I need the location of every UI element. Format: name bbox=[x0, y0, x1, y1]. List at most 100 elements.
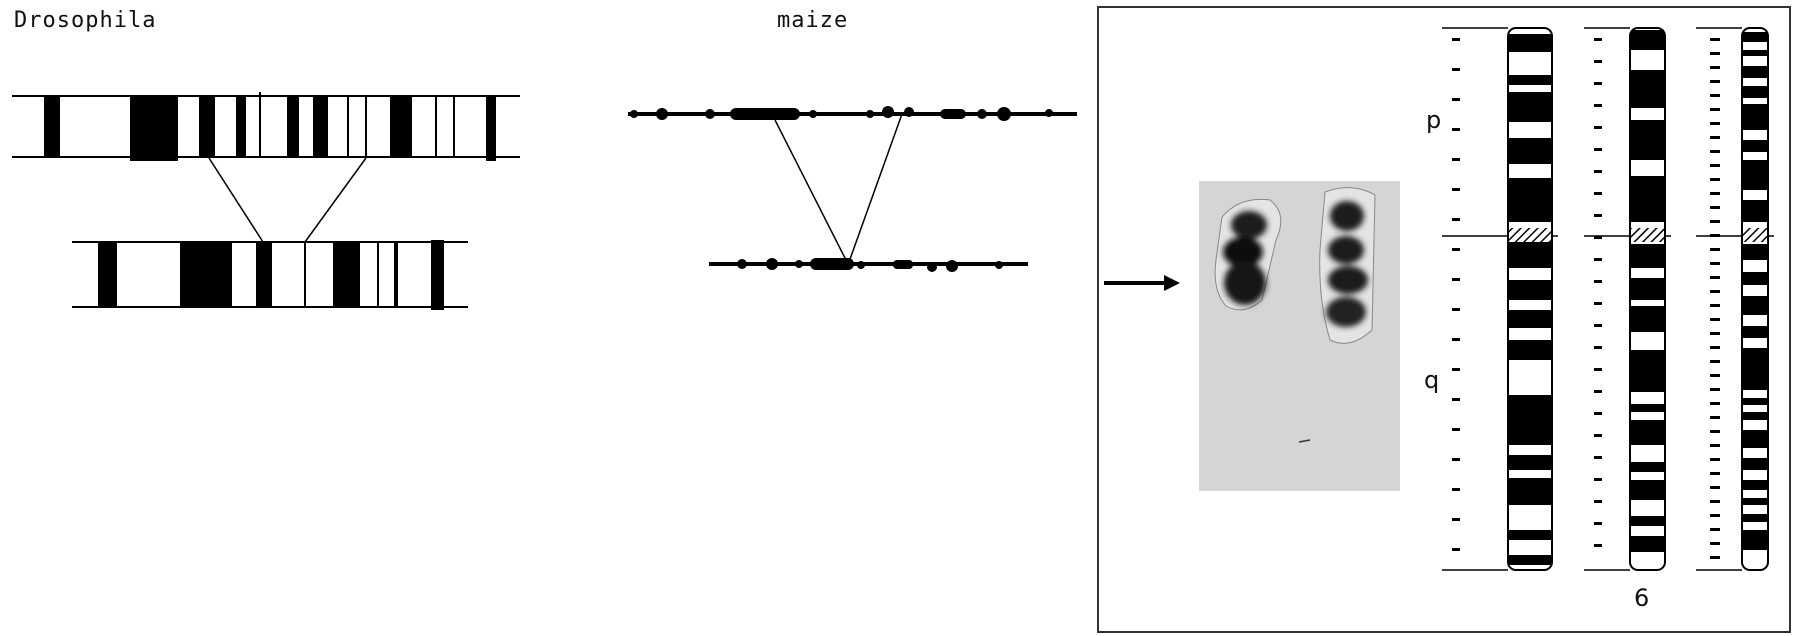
band-number-mark bbox=[1710, 416, 1720, 419]
band-number-mark bbox=[1594, 236, 1602, 239]
band-number-mark bbox=[1594, 258, 1602, 261]
band-number-mark bbox=[1594, 522, 1602, 525]
ideogram-band bbox=[1509, 138, 1551, 164]
band-number-mark bbox=[1710, 430, 1720, 433]
band-number-mark bbox=[1710, 458, 1720, 461]
ideogram-band bbox=[1509, 310, 1551, 328]
band-number-mark bbox=[1710, 528, 1720, 531]
band-number-mark bbox=[1710, 444, 1720, 447]
centromere-hatch bbox=[1631, 228, 1664, 242]
ideogram-band bbox=[1743, 430, 1767, 448]
ideogram-band bbox=[1743, 398, 1767, 405]
band-number-mark bbox=[1710, 500, 1720, 503]
drosophila-chromosome-lower bbox=[72, 240, 468, 310]
band-number-mark bbox=[1710, 276, 1720, 279]
band-number-mark bbox=[1710, 164, 1720, 167]
band-number-mark bbox=[1594, 126, 1602, 129]
ideogram-band bbox=[1509, 395, 1551, 445]
band-number-mark bbox=[1710, 52, 1720, 55]
ideogram-band bbox=[1743, 140, 1767, 152]
band-number-mark bbox=[1594, 478, 1602, 481]
band-number-mark bbox=[1452, 68, 1460, 71]
ideogram-band bbox=[1743, 530, 1767, 550]
ideogram-band bbox=[1509, 555, 1551, 565]
band-number-mark bbox=[1710, 192, 1720, 195]
band-number-mark bbox=[1452, 278, 1460, 281]
band-number-mark bbox=[1594, 456, 1602, 459]
band-number-mark bbox=[1710, 290, 1720, 293]
band-number-mark bbox=[1594, 192, 1602, 195]
p-arm-label: p bbox=[1426, 106, 1442, 134]
ideogram-band bbox=[1631, 30, 1664, 50]
band-number-mark bbox=[1710, 150, 1720, 153]
ideogram-band bbox=[1743, 348, 1767, 390]
band-number-mark bbox=[1594, 544, 1602, 547]
band-number-mark bbox=[1452, 38, 1460, 41]
band-number-mark bbox=[1710, 542, 1720, 545]
band-number-mark bbox=[1710, 402, 1720, 405]
ideogram-band bbox=[1743, 50, 1767, 56]
band-number-mark bbox=[1452, 98, 1460, 101]
ideogram-band bbox=[1743, 86, 1767, 98]
band-number-mark bbox=[1710, 556, 1720, 559]
band-number-mark bbox=[1710, 38, 1720, 41]
ideogram-band bbox=[1631, 306, 1664, 332]
band-number-mark bbox=[1452, 428, 1460, 431]
band-number-mark bbox=[1452, 158, 1460, 161]
ideogram-band bbox=[1631, 480, 1664, 500]
ideogram-band bbox=[1743, 458, 1767, 470]
maize-chromosome-upper bbox=[628, 106, 1077, 121]
ideogram-band bbox=[1509, 92, 1551, 122]
band-number-mark bbox=[1594, 280, 1602, 283]
ideogram-band bbox=[1743, 498, 1767, 505]
ideogram-band bbox=[1743, 296, 1767, 315]
band-number-mark bbox=[1710, 514, 1720, 517]
band-number-mark bbox=[1594, 368, 1602, 371]
ideogram-band bbox=[1743, 32, 1767, 42]
band-number-mark bbox=[1452, 128, 1460, 131]
band-number-mark bbox=[1594, 82, 1602, 85]
chromosome-number-label: 6 bbox=[1634, 584, 1650, 612]
centromere-hatch bbox=[1743, 228, 1767, 242]
ideogram-band bbox=[1743, 514, 1767, 522]
band-number-mark bbox=[1710, 248, 1720, 251]
band-number-mark bbox=[1710, 486, 1720, 489]
band-number-mark bbox=[1452, 188, 1460, 191]
band-number-mark bbox=[1594, 170, 1602, 173]
ideogram-band bbox=[1743, 160, 1767, 190]
ideogram-band bbox=[1631, 244, 1664, 268]
band-number-mark bbox=[1710, 360, 1720, 363]
band-number-mark bbox=[1710, 388, 1720, 391]
band-number-mark bbox=[1594, 434, 1602, 437]
ideogram-band bbox=[1631, 404, 1664, 412]
ideogram-band bbox=[1631, 516, 1664, 526]
band-number-mark bbox=[1710, 220, 1720, 223]
micrograph-photo bbox=[1199, 181, 1400, 491]
band-number-mark bbox=[1452, 308, 1460, 311]
band-number-mark bbox=[1594, 346, 1602, 349]
band-number-mark bbox=[1594, 104, 1602, 107]
ideogram-band bbox=[1743, 244, 1767, 260]
ideogram-band bbox=[1509, 478, 1551, 505]
band-number-mark bbox=[1452, 548, 1460, 551]
drosophila-chromosome-upper bbox=[12, 92, 520, 161]
band-number-mark bbox=[1710, 108, 1720, 111]
ideogram-band bbox=[1631, 278, 1664, 300]
ideogram-band bbox=[1631, 462, 1664, 472]
q-arm-label: q bbox=[1424, 366, 1440, 394]
band-number-mark bbox=[1452, 218, 1460, 221]
ideogram-band bbox=[1509, 280, 1551, 300]
ideogram-band bbox=[1631, 420, 1664, 445]
ideogram-band bbox=[1631, 70, 1664, 108]
band-number-mark bbox=[1710, 178, 1720, 181]
maize-label: maize bbox=[777, 8, 849, 33]
ideogram-band bbox=[1743, 104, 1767, 130]
band-number-mark bbox=[1452, 458, 1460, 461]
band-number-mark bbox=[1452, 368, 1460, 371]
ideogram-band bbox=[1743, 272, 1767, 285]
band-number-mark bbox=[1452, 248, 1460, 251]
ideogram-band bbox=[1509, 178, 1551, 222]
centromere-hatch bbox=[1509, 228, 1551, 242]
ideogram-band bbox=[1509, 340, 1551, 360]
